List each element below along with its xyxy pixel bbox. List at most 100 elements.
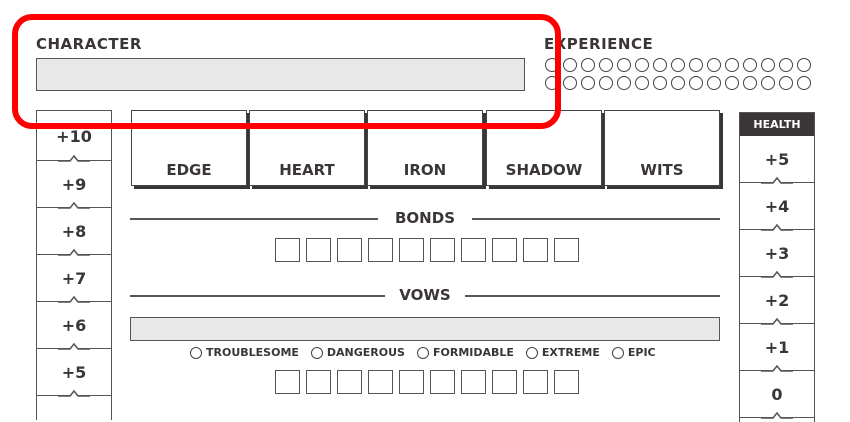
experience-row	[545, 76, 811, 90]
experience-circle[interactable]	[743, 58, 757, 72]
experience-circle[interactable]	[599, 58, 613, 72]
momentum-cell[interactable]: +7	[37, 255, 111, 303]
health-value: +4	[764, 196, 790, 216]
stat-label: HEART	[279, 161, 335, 179]
experience-circle[interactable]	[617, 58, 631, 72]
rank-troublesome[interactable]: TROUBLESOME	[190, 346, 299, 359]
experience-circle[interactable]	[743, 76, 757, 90]
radio-icon[interactable]	[525, 346, 538, 359]
vow-rank-options: TROUBLESOME DANGEROUS FORMIDABLE EXTREME EPI…	[190, 346, 656, 359]
highlight-annotation	[12, 14, 561, 129]
bond-box[interactable]	[523, 238, 548, 262]
bond-box[interactable]	[554, 238, 579, 262]
experience-circle[interactable]	[617, 76, 631, 90]
vow-progress-box[interactable]	[430, 370, 455, 394]
health-cell[interactable]: +5	[740, 136, 814, 184]
radio-icon[interactable]	[611, 346, 624, 359]
vow-progress-box[interactable]	[461, 370, 486, 394]
rank-extreme[interactable]: EXTREME	[525, 346, 600, 359]
bond-box[interactable]	[461, 238, 486, 262]
bond-box[interactable]	[306, 238, 331, 262]
health-cell[interactable]: +1	[740, 324, 814, 372]
experience-circle[interactable]	[563, 76, 577, 90]
momentum-value: +9	[61, 174, 87, 194]
vow-progress-box[interactable]	[554, 370, 579, 394]
experience-circle[interactable]	[635, 58, 649, 72]
rank-dangerous[interactable]: DANGEROUS	[310, 346, 405, 359]
experience-circle[interactable]	[797, 58, 811, 72]
experience-circle[interactable]	[653, 76, 667, 90]
bond-box[interactable]	[492, 238, 517, 262]
stat-label: IRON	[403, 161, 447, 179]
experience-circle[interactable]	[563, 58, 577, 72]
stat-edge[interactable]: EDGE	[131, 110, 247, 186]
radio-icon[interactable]	[190, 346, 202, 359]
bonds-label: BONDS	[395, 209, 455, 227]
experience-row	[545, 58, 811, 72]
bond-box[interactable]	[399, 238, 424, 262]
vow-progress-box[interactable]	[306, 370, 331, 394]
stat-label: WITS	[640, 161, 684, 179]
stat-label: EDGE	[166, 161, 212, 179]
vow-progress-box[interactable]	[337, 370, 362, 394]
momentum-track: +10 +9 +8+7+6 +5	[36, 110, 112, 420]
stat-iron[interactable]: IRON	[367, 110, 483, 186]
experience-circle[interactable]	[689, 58, 703, 72]
rank-label: DANGEROUS	[326, 346, 405, 359]
vow-input[interactable]	[130, 317, 720, 341]
momentum-cell[interactable]: +9	[37, 161, 111, 209]
experience-circle[interactable]	[707, 76, 721, 90]
health-value: +3	[764, 243, 790, 263]
health-cell[interactable]: +2	[740, 277, 814, 325]
radio-icon[interactable]	[310, 346, 323, 359]
health-value: 0	[771, 384, 783, 404]
experience-circle[interactable]	[779, 58, 793, 72]
health-cell[interactable]: +4	[740, 183, 814, 231]
rank-label: FORMIDABLE	[432, 346, 514, 359]
momentum-cell[interactable]: +6	[37, 302, 111, 350]
health-cell[interactable]: 0	[740, 371, 814, 419]
rank-label: EPIC	[627, 346, 656, 359]
rank-epic[interactable]: EPIC	[611, 346, 656, 359]
stat-heart[interactable]: HEART	[249, 110, 365, 186]
vow-progress-box[interactable]	[275, 370, 300, 394]
health-cell[interactable]: +3	[740, 230, 814, 278]
momentum-value: +10	[56, 127, 92, 146]
experience-circle[interactable]	[653, 58, 667, 72]
bonds-track	[275, 238, 579, 262]
experience-circle[interactable]	[581, 76, 595, 90]
experience-circle[interactable]	[797, 76, 811, 90]
vow-progress-box[interactable]	[368, 370, 393, 394]
experience-circle[interactable]	[599, 76, 613, 90]
character-label: CHARACTER	[36, 35, 142, 53]
experience-circle[interactable]	[671, 76, 685, 90]
health-value: +5	[764, 149, 790, 169]
vow-progress-box[interactable]	[523, 370, 548, 394]
bond-box[interactable]	[430, 238, 455, 262]
experience-circle[interactable]	[671, 58, 685, 72]
experience-circle[interactable]	[761, 58, 775, 72]
character-name-input[interactable]	[36, 58, 525, 91]
bond-box[interactable]	[275, 238, 300, 262]
experience-circle[interactable]	[689, 76, 703, 90]
momentum-value: +5	[61, 362, 87, 382]
experience-circle[interactable]	[581, 58, 595, 72]
momentum-cell[interactable]: +8	[37, 208, 111, 256]
health-value: +1	[764, 337, 790, 357]
experience-circle[interactable]	[707, 58, 721, 72]
vow-progress-box[interactable]	[399, 370, 424, 394]
experience-circle[interactable]	[761, 76, 775, 90]
experience-circle[interactable]	[725, 58, 739, 72]
radio-icon[interactable]	[416, 346, 429, 359]
experience-circle[interactable]	[725, 76, 739, 90]
momentum-cell[interactable]: +5	[37, 349, 111, 397]
vow-progress-box[interactable]	[492, 370, 517, 394]
momentum-cell[interactable]: +10	[37, 111, 111, 162]
rank-formidable[interactable]: FORMIDABLE	[416, 346, 514, 359]
stat-wits[interactable]: WITS	[604, 110, 720, 186]
bond-box[interactable]	[368, 238, 393, 262]
bond-box[interactable]	[337, 238, 362, 262]
experience-circle[interactable]	[779, 76, 793, 90]
experience-circle[interactable]	[635, 76, 649, 90]
